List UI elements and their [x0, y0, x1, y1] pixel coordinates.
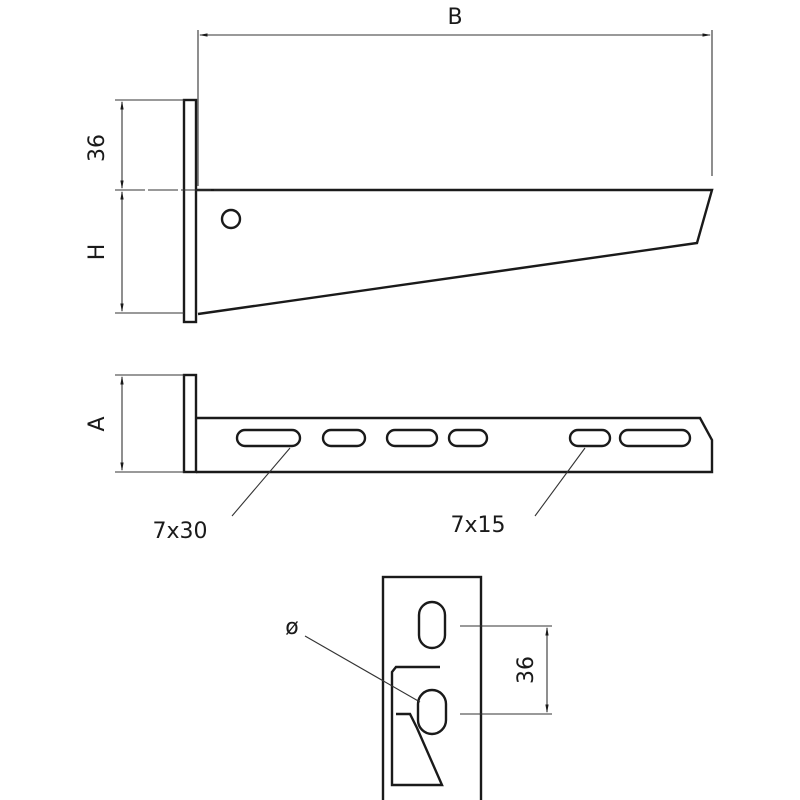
slot-7x30 [235, 428, 302, 448]
leader-line [534, 447, 586, 517]
plate-outline [381, 575, 483, 800]
diameter-leader [304, 635, 421, 703]
hook-profile [390, 665, 444, 787]
height-label: H [85, 244, 110, 261]
wall-plate [182, 98, 198, 324]
width-label: B [447, 5, 462, 30]
slot-7x30 [385, 428, 439, 448]
bracket-arm [196, 188, 714, 316]
slot-7x15 [321, 428, 367, 448]
slot-long-label: 7x30 [152, 519, 207, 544]
slot-7x15 [447, 428, 489, 448]
slot-7x15 [568, 428, 612, 448]
side-height-label: A [85, 416, 110, 431]
front-view: B 36 H [85, 5, 714, 324]
hole-spacing-label: 36 [514, 656, 539, 684]
upper-hole [417, 600, 447, 650]
side-wall-plate [182, 373, 198, 474]
side-arm [196, 416, 714, 474]
top-offset-label: 36 [85, 134, 110, 162]
side-view: A 7x30 7x15 [85, 373, 714, 544]
diameter-label: ø [285, 615, 298, 640]
leader-line [231, 447, 291, 517]
mounting-hole [220, 208, 242, 230]
plate-view: 36 ø [285, 575, 552, 800]
slot-7x30 [618, 428, 692, 448]
slot-short-label: 7x15 [450, 513, 505, 538]
lower-hole [416, 688, 448, 736]
